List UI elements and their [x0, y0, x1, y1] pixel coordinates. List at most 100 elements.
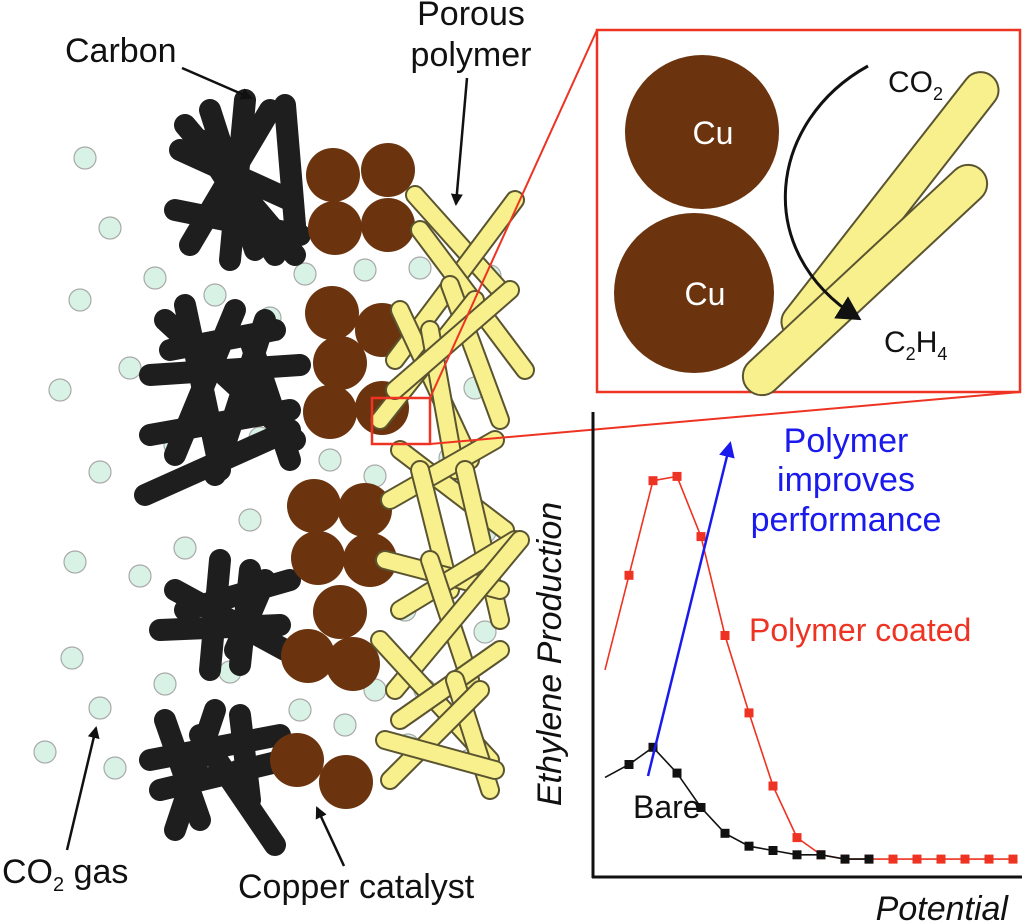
carbon-label: Carbon	[65, 32, 177, 70]
y-axis-label: Ethylene Production	[531, 502, 569, 806]
cu-label: Cu	[685, 276, 726, 312]
polymer-arrow	[450, 77, 469, 206]
copper-arrow	[315, 806, 346, 867]
co2-gas-bubble	[153, 672, 177, 696]
co2-reactant-label: CO2	[888, 66, 943, 104]
data-point-bare	[648, 742, 658, 752]
reaction-arrow	[783, 64, 869, 321]
copper-particle	[313, 336, 367, 390]
carbon-fiber	[239, 329, 301, 471]
polymer-fiber	[377, 732, 503, 778]
copper-particle	[361, 143, 415, 197]
copper-particle	[308, 201, 362, 255]
co2-gas-bubble	[173, 536, 197, 560]
co2-gas-bubble	[128, 564, 152, 588]
data-point-polymer-coated	[624, 570, 634, 580]
series-label-bare: Bare	[633, 789, 701, 825]
co2-gas-bubble	[293, 262, 317, 286]
polymer-fiber	[387, 282, 518, 398]
series-label-polymer-coated: Polymer coated	[749, 612, 971, 648]
trend-annotation-line3: performance	[751, 501, 942, 539]
carbon-fiber	[134, 419, 301, 506]
co2-gas-arrow	[65, 726, 100, 851]
data-point-polymer-coated	[672, 471, 682, 481]
co2-gas-bubble	[88, 460, 112, 484]
polymer-fiber	[382, 432, 503, 508]
data-point-polymer-coated	[1008, 854, 1018, 864]
data-point-polymer-coated	[912, 854, 922, 864]
co2-gas-bubble	[203, 283, 227, 307]
porous-polymer-label-line1: Porous	[417, 0, 525, 33]
copper-particle	[281, 629, 335, 683]
carbon-fiber	[139, 354, 311, 386]
carbon-fiber	[229, 704, 261, 811]
data-point-bare	[744, 841, 754, 851]
copper-catalyst-label: Copper catalyst	[238, 868, 475, 906]
co2-gas-bubble	[88, 696, 112, 720]
polymer-fiber	[392, 532, 523, 618]
co2-gas-bubble	[48, 378, 72, 402]
data-point-bare	[816, 850, 826, 860]
inset-copper-particle	[625, 55, 779, 209]
porous-polymer-fibers	[370, 185, 535, 800]
data-point-polymer-coated	[744, 708, 754, 718]
co2-gas-bubble	[473, 620, 497, 644]
data-point-polymer-coated	[792, 833, 802, 843]
copper-particle	[343, 533, 397, 587]
co2-gas-bubble	[333, 713, 357, 737]
zoom-highlight-box	[370, 396, 432, 446]
trend-annotation-line2: improves	[777, 461, 915, 499]
copper-particles	[270, 143, 415, 809]
co2-gas-bubble	[318, 448, 342, 472]
inset-copper-particle	[614, 213, 774, 373]
carbon-fibers	[134, 89, 311, 856]
data-point-polymer-coated	[936, 854, 946, 864]
copper-particle	[291, 531, 345, 585]
data-point-polymer-coated	[888, 854, 898, 864]
copper-particle	[313, 585, 367, 639]
c2h4-product-label: C2H4	[884, 326, 947, 364]
data-point-polymer-coated	[648, 476, 658, 486]
co2-gas-bubble	[353, 258, 377, 282]
co2-gas-bubble	[68, 288, 92, 312]
data-point-bare	[696, 803, 706, 812]
co2-gas-bubble	[33, 740, 57, 764]
data-point-bare	[672, 768, 682, 778]
ethylene-production-chart: Ethylene Production Potential Polymer im…	[531, 412, 1022, 924]
data-point-bare	[720, 828, 730, 838]
polymer-fiber	[382, 682, 488, 788]
carbon-fiber	[159, 319, 286, 361]
data-point-bare	[768, 846, 778, 855]
carbon-fiber	[139, 724, 291, 771]
carbon-fiber	[199, 549, 231, 681]
copper-particle	[319, 755, 373, 809]
carbon-fiber	[149, 614, 291, 641]
data-point-bare	[624, 760, 634, 769]
co2-gas-label: CO2 gas	[2, 853, 128, 896]
carbon-fiber	[164, 199, 311, 246]
carbon-arrow	[181, 66, 253, 100]
co2-gas-bubble	[118, 356, 142, 380]
zoom-connector-bottom	[429, 391, 1021, 445]
co2-gas-bubble	[73, 146, 97, 170]
co2-gas-bubble	[408, 256, 432, 280]
trend-annotation-line1: Polymer	[784, 422, 909, 460]
copper-particle	[287, 479, 341, 533]
data-point-bare	[864, 854, 874, 864]
co2-gas-bubble	[103, 756, 127, 780]
zoom-connector-top	[429, 29, 598, 399]
zoom-inset: Cu Cu CO2 C2H4	[595, 28, 1022, 397]
carbon-fiber	[189, 129, 286, 266]
porous-polymer-label-line2: polymer	[411, 36, 532, 74]
data-point-bare	[792, 850, 802, 860]
co2-gas-bubble	[288, 698, 312, 722]
data-point-polymer-coated	[960, 854, 970, 864]
cu-label: Cu	[693, 115, 734, 151]
trend-arrow	[646, 441, 735, 777]
carbon-fiber	[274, 94, 306, 236]
data-point-polymer-coated	[720, 631, 730, 640]
copper-particle	[303, 385, 357, 439]
co2-gas-bubble	[143, 266, 167, 290]
carbon-fiber	[224, 569, 276, 661]
